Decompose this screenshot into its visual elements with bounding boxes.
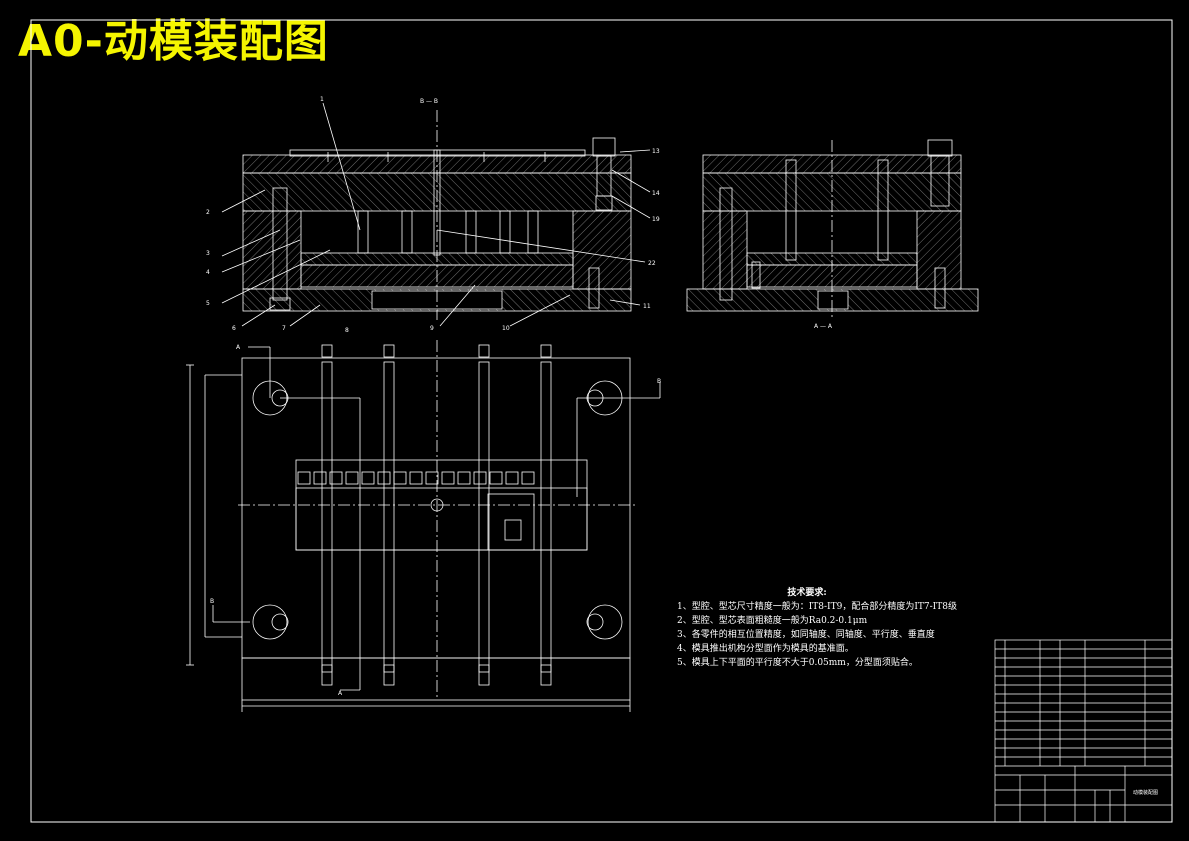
technical-requirements-heading: 技术要求: [787,588,827,598]
callout-8: 8 [345,327,349,334]
callout-14: 14 [652,190,660,197]
callout-2: 2 [206,209,210,216]
drawing-title: A0-动模装配图 [18,16,329,67]
callout-6: 6 [232,325,236,332]
section-marker-b-top: B [657,378,661,385]
callout-10: 10 [502,325,510,332]
callout-5: 5 [206,300,210,307]
section-label-aa: A — A [814,323,833,330]
callout-19: 19 [652,216,660,223]
section-marker-b-left: B [210,598,214,605]
section-marker-a-bottom: A [338,690,343,697]
callout-1: 1 [320,96,324,103]
callout-22: 22 [648,260,656,267]
callout-9: 9 [430,325,434,332]
callout-numbers: 1 2 3 4 5 6 7 8 9 10 11 13 14 19 22 [206,96,660,334]
callout-13: 13 [652,148,660,155]
section-label-bb: B — B [420,98,438,105]
callout-11: 11 [643,303,651,310]
technical-requirement-3: 3、各零件的相互位置精度，如同轴度、同轴度、平行度、垂直度 [677,630,935,640]
technical-requirement-2: 2、型腔、型芯表面粗糙度一般为Ra0.2-0.1μm [677,616,868,626]
callout-3: 3 [206,250,210,257]
callout-4: 4 [206,269,210,276]
front-section-view [221,102,651,327]
side-section-view [686,139,979,320]
technical-requirements: 技术要求: 1、型腔、型芯尺寸精度一般为：IT8-IT9，配合部分精度为IT7-… [677,586,977,670]
technical-requirement-4: 4、模具推出机构分型面作为模具的基准面。 [677,644,854,654]
plan-view [186,340,661,712]
technical-requirement-5: 5、模具上下平面的平行度不大于0.05mm，分型面须贴合。 [677,658,918,668]
cavity-cells [297,471,535,485]
callout-7: 7 [282,325,286,332]
parts-list-grid [995,640,1172,767]
title-block-drawing-name: 动模装配图 [1133,789,1158,796]
sheet-border [30,19,1173,823]
title-block [994,639,1173,823]
section-marker-a-top: A [236,344,241,351]
technical-requirement-1: 1、型腔、型芯尺寸精度一般为：IT8-IT9，配合部分精度为IT7-IT8级 [677,602,957,612]
